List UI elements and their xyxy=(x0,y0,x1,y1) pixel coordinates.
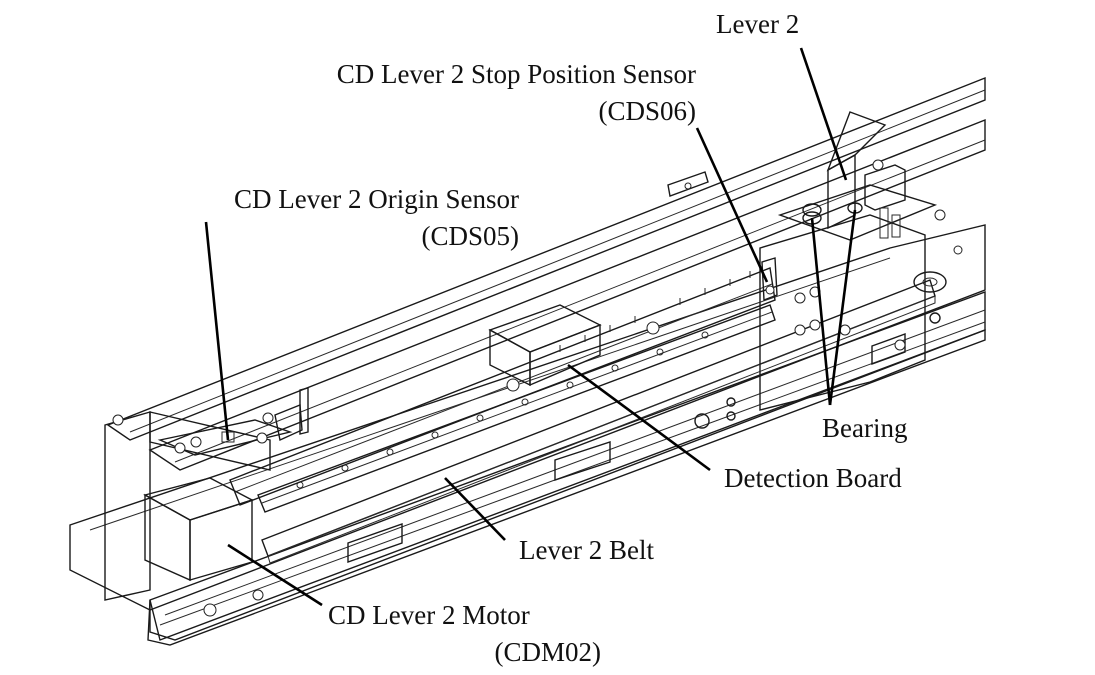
front-cutout-right xyxy=(871,333,906,365)
label-stop-sensor-name: CD Lever 2 Stop Position Sensor xyxy=(337,59,696,89)
belt-strip-lower xyxy=(267,295,936,564)
guide-rail xyxy=(257,304,776,513)
stop-sensor-cds06 xyxy=(761,257,778,301)
top-rail xyxy=(106,76,986,441)
motor-side xyxy=(189,499,253,581)
label-origin-sensor-name: CD Lever 2 Origin Sensor xyxy=(234,184,519,214)
motor-cdm02 xyxy=(143,477,254,582)
motor-front xyxy=(144,493,191,582)
label-lever2: Lever 2 xyxy=(716,9,799,39)
lower-flange xyxy=(147,328,986,646)
guide-rail-holes xyxy=(296,331,709,489)
label-stop-sensor-code: (CDS06) xyxy=(598,96,696,126)
internal-guide xyxy=(257,304,776,513)
label-bearing: Bearing xyxy=(822,413,907,443)
right-end-assembly xyxy=(759,184,963,411)
lever2-top-flange xyxy=(826,111,887,172)
front-cutout-mid xyxy=(554,441,611,481)
leader-bearing-a xyxy=(810,217,832,406)
detection-board-ticks xyxy=(559,271,751,352)
callout-lines xyxy=(204,47,857,607)
front-cutout-left xyxy=(347,523,403,563)
leader-motor xyxy=(227,543,323,607)
leader-belt xyxy=(444,477,506,541)
label-detection-board: Detection Board xyxy=(724,463,902,493)
detection-board xyxy=(229,267,776,506)
lever2-belt xyxy=(261,279,936,564)
label-motor-code: (CDM02) xyxy=(495,637,602,667)
leader-lever2 xyxy=(799,47,848,181)
leader-stop-sensor xyxy=(695,127,769,283)
right-sensor-block xyxy=(864,159,906,239)
bottom-plate xyxy=(69,224,986,611)
labels: Lever 2 CD Lever 2 Stop Position Sensor … xyxy=(234,9,907,667)
upper-channel xyxy=(148,118,986,471)
motor-top xyxy=(143,477,254,521)
top-tab xyxy=(667,171,709,197)
center-housing xyxy=(488,304,602,387)
label-origin-sensor-code: (CDS05) xyxy=(421,221,519,251)
front-channel xyxy=(149,290,986,641)
leader-bearing-b xyxy=(828,209,857,406)
left-end-bracket xyxy=(104,411,293,617)
label-motor-name: CD Lever 2 Motor xyxy=(328,600,530,630)
leader-detection-board xyxy=(567,363,711,472)
label-lever2-belt: Lever 2 Belt xyxy=(519,535,654,565)
detection-board-body xyxy=(229,267,776,506)
leader-origin-sensor xyxy=(204,221,230,441)
